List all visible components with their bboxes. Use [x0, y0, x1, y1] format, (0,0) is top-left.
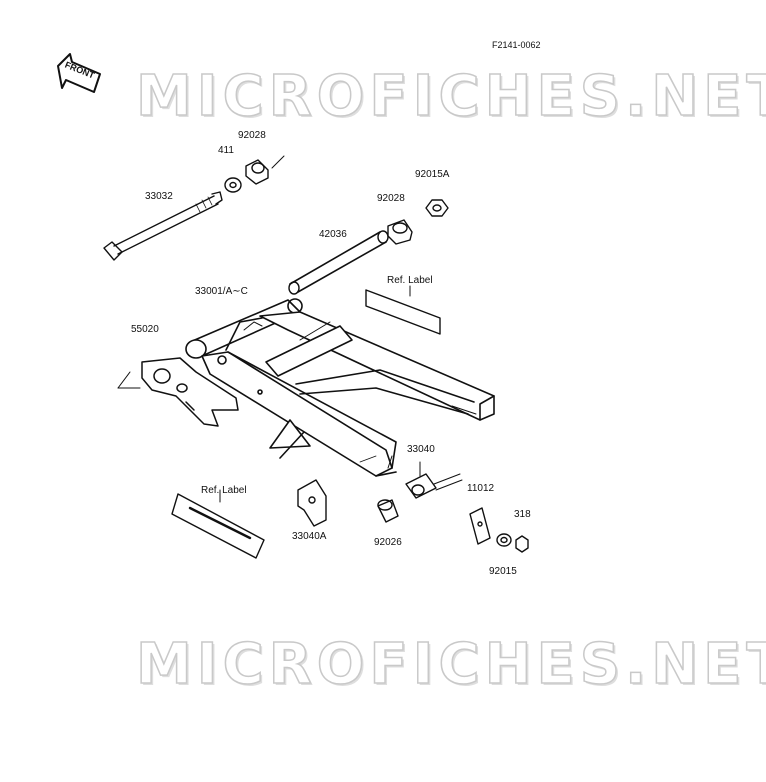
collar-92026 — [377, 499, 399, 523]
chain-adjuster-33040a — [297, 479, 327, 527]
part-label-55020: 55020 — [131, 324, 159, 335]
ref-label-left-text: Ref. Label — [201, 485, 247, 496]
part-label-318: 318 — [514, 509, 531, 520]
collar-92028-top — [245, 155, 285, 185]
nut-92015a — [425, 199, 449, 217]
part-label-33040: 33040 — [407, 444, 435, 455]
pivot-shaft-42036 — [288, 230, 389, 295]
chain-adjuster-33040 — [405, 461, 463, 499]
axle-bolt-33032 — [103, 191, 223, 261]
nut-92015 — [496, 533, 512, 547]
part-label-411: 411 — [218, 145, 234, 156]
part-label-92015: 92015 — [489, 566, 517, 577]
swingarm-33001 — [185, 298, 495, 477]
nut-318 — [515, 535, 529, 553]
part-label-33040a: 33040A — [292, 531, 327, 542]
plate-11012 — [469, 507, 491, 545]
part-label-42036: 42036 — [319, 229, 347, 240]
ref-label-right-text: Ref. Label — [387, 275, 433, 286]
part-label-92028-mid: 92028 — [377, 193, 405, 204]
part-label-33032: 33032 — [145, 191, 173, 202]
ref-label-sticker-right — [365, 285, 441, 335]
watermark-bottom: MICROFICHES.NET — [135, 631, 766, 698]
chain-guard-55020 — [117, 357, 239, 427]
part-label-92028-top: 92028 — [238, 130, 266, 141]
watermark-top: MICROFICHES.NET — [135, 63, 766, 130]
part-label-11012: 11012 — [467, 483, 495, 494]
part-label-92026: 92026 — [374, 537, 402, 548]
figure-code: F2141-0062 — [492, 40, 541, 50]
front-arrow-icon — [57, 53, 101, 93]
part-label-33001: 33001/A∼C — [195, 286, 248, 297]
ref-label-sticker-left — [171, 489, 265, 559]
part-label-92015a: 92015A — [415, 169, 450, 180]
washer-411 — [224, 177, 242, 193]
collar-92028-mid — [387, 219, 413, 245]
